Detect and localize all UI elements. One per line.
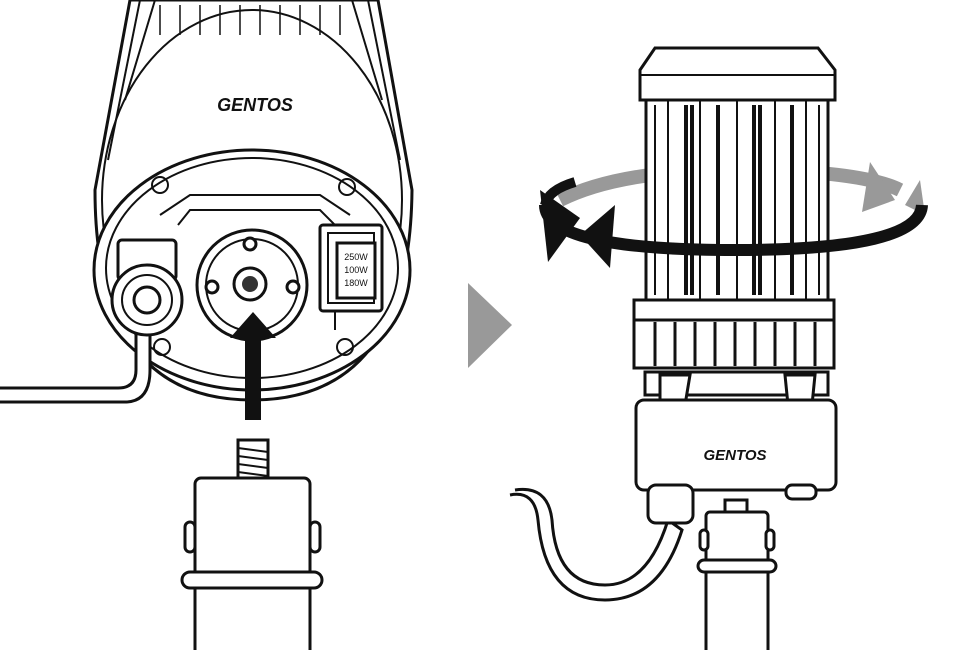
brand-logo-right: GENTOS <box>703 447 766 464</box>
brand-logo-left: GENTOS <box>217 95 293 115</box>
cable-right <box>509 483 695 602</box>
rotation-arrow-front <box>539 177 928 268</box>
next-step-arrow-icon <box>468 283 512 368</box>
wattage-100: 100W <box>344 265 368 275</box>
mount-socket <box>195 228 309 342</box>
arrow-up-icon <box>230 312 276 420</box>
stand-pole-right <box>696 498 778 650</box>
right-lamp: GENTOS <box>632 46 838 501</box>
wattage-180: 180W <box>344 278 368 288</box>
cable-gland <box>0 238 184 404</box>
wattage-switch: 250W 100W 180W <box>318 223 384 313</box>
wattage-250: 250W <box>344 252 368 262</box>
stand-pole-left <box>180 438 324 650</box>
